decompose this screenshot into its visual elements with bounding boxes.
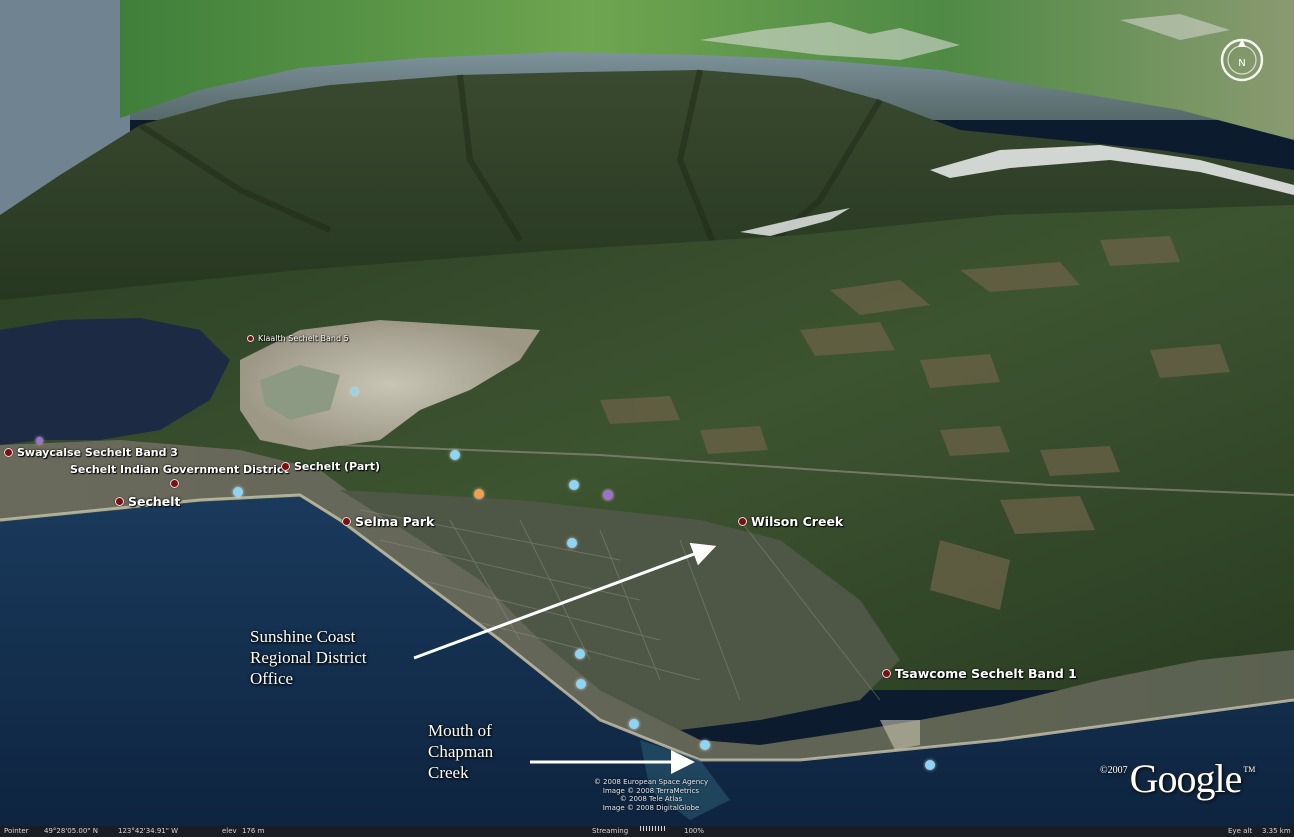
poi-marker[interactable] <box>603 490 613 500</box>
place-label[interactable]: Sechelt (Part) <box>281 460 380 473</box>
place-dot-icon <box>738 517 747 526</box>
place-label[interactable]: Tsawcome Sechelt Band 1 <box>882 666 1077 681</box>
google-logo: ©2007 Google TM <box>1100 756 1256 801</box>
poi-marker[interactable] <box>233 487 243 497</box>
creek-mouth-annotation: Mouth of Chapman Creek <box>428 721 494 782</box>
place-dot-icon <box>115 497 124 506</box>
place-name: Sechelt Indian Government District <box>70 463 289 476</box>
place-name: Tsawcome Sechelt Band 1 <box>895 666 1077 681</box>
pointer-latitude: 49°28'05.00" N <box>44 827 98 835</box>
place-label[interactable]: Wilson Creek <box>738 514 843 529</box>
streaming-percent: 100% <box>684 827 705 835</box>
eye-alt-value: 3.35 km <box>1262 827 1291 835</box>
eye-alt-label: Eye alt <box>1228 827 1253 835</box>
place-label[interactable]: Sechelt Indian Government District <box>70 463 289 488</box>
place-name: Swaycalse Sechelt Band 3 <box>17 446 178 459</box>
poi-marker[interactable] <box>450 450 460 460</box>
poi-marker[interactable] <box>925 760 935 770</box>
compass-north: N <box>1238 58 1245 69</box>
place-dot-icon <box>170 479 179 488</box>
poi-marker[interactable] <box>351 388 358 395</box>
place-label[interactable]: Klaalth Sechelt Band 5 <box>247 334 349 343</box>
poi-marker[interactable] <box>576 679 586 689</box>
place-label[interactable]: Swaycalse Sechelt Band 3 <box>4 446 178 459</box>
compass-icon[interactable]: N <box>1218 36 1266 84</box>
streaming-label: Streaming <box>592 827 629 835</box>
place-name: Sechelt (Part) <box>294 460 380 473</box>
place-name: Selma Park <box>355 514 435 529</box>
imagery-credits: © 2008 European Space Agency Image © 200… <box>593 778 709 812</box>
poi-marker[interactable] <box>36 437 43 444</box>
poi-marker[interactable] <box>629 719 639 729</box>
poi-marker[interactable] <box>575 649 585 659</box>
place-dot-icon <box>247 335 254 342</box>
poi-marker[interactable] <box>569 480 579 490</box>
place-dot-icon <box>882 669 891 678</box>
place-name: Wilson Creek <box>751 514 844 529</box>
poi-marker[interactable] <box>700 740 710 750</box>
pointer-longitude: 123°42'34.91" W <box>118 827 179 835</box>
elevation-value: 176 m <box>242 827 265 835</box>
poi-marker[interactable] <box>474 489 484 499</box>
place-dot-icon <box>281 462 290 471</box>
place-label[interactable]: Sechelt <box>115 494 181 509</box>
place-name: Sechelt <box>128 494 181 509</box>
place-name: Klaalth Sechelt Band 5 <box>258 334 349 343</box>
place-dot-icon <box>342 517 351 526</box>
elevation-label: elev <box>222 827 237 835</box>
place-dot-icon <box>4 448 13 457</box>
poi-marker[interactable] <box>567 538 577 548</box>
status-bar: Pointer 49°28'05.00" N 123°42'34.91" W e… <box>0 826 1294 837</box>
office-annotation: Sunshine Coast Regional District Office <box>250 627 367 688</box>
place-label[interactable]: Selma Park <box>342 514 434 529</box>
pointer-label: Pointer <box>4 827 29 835</box>
